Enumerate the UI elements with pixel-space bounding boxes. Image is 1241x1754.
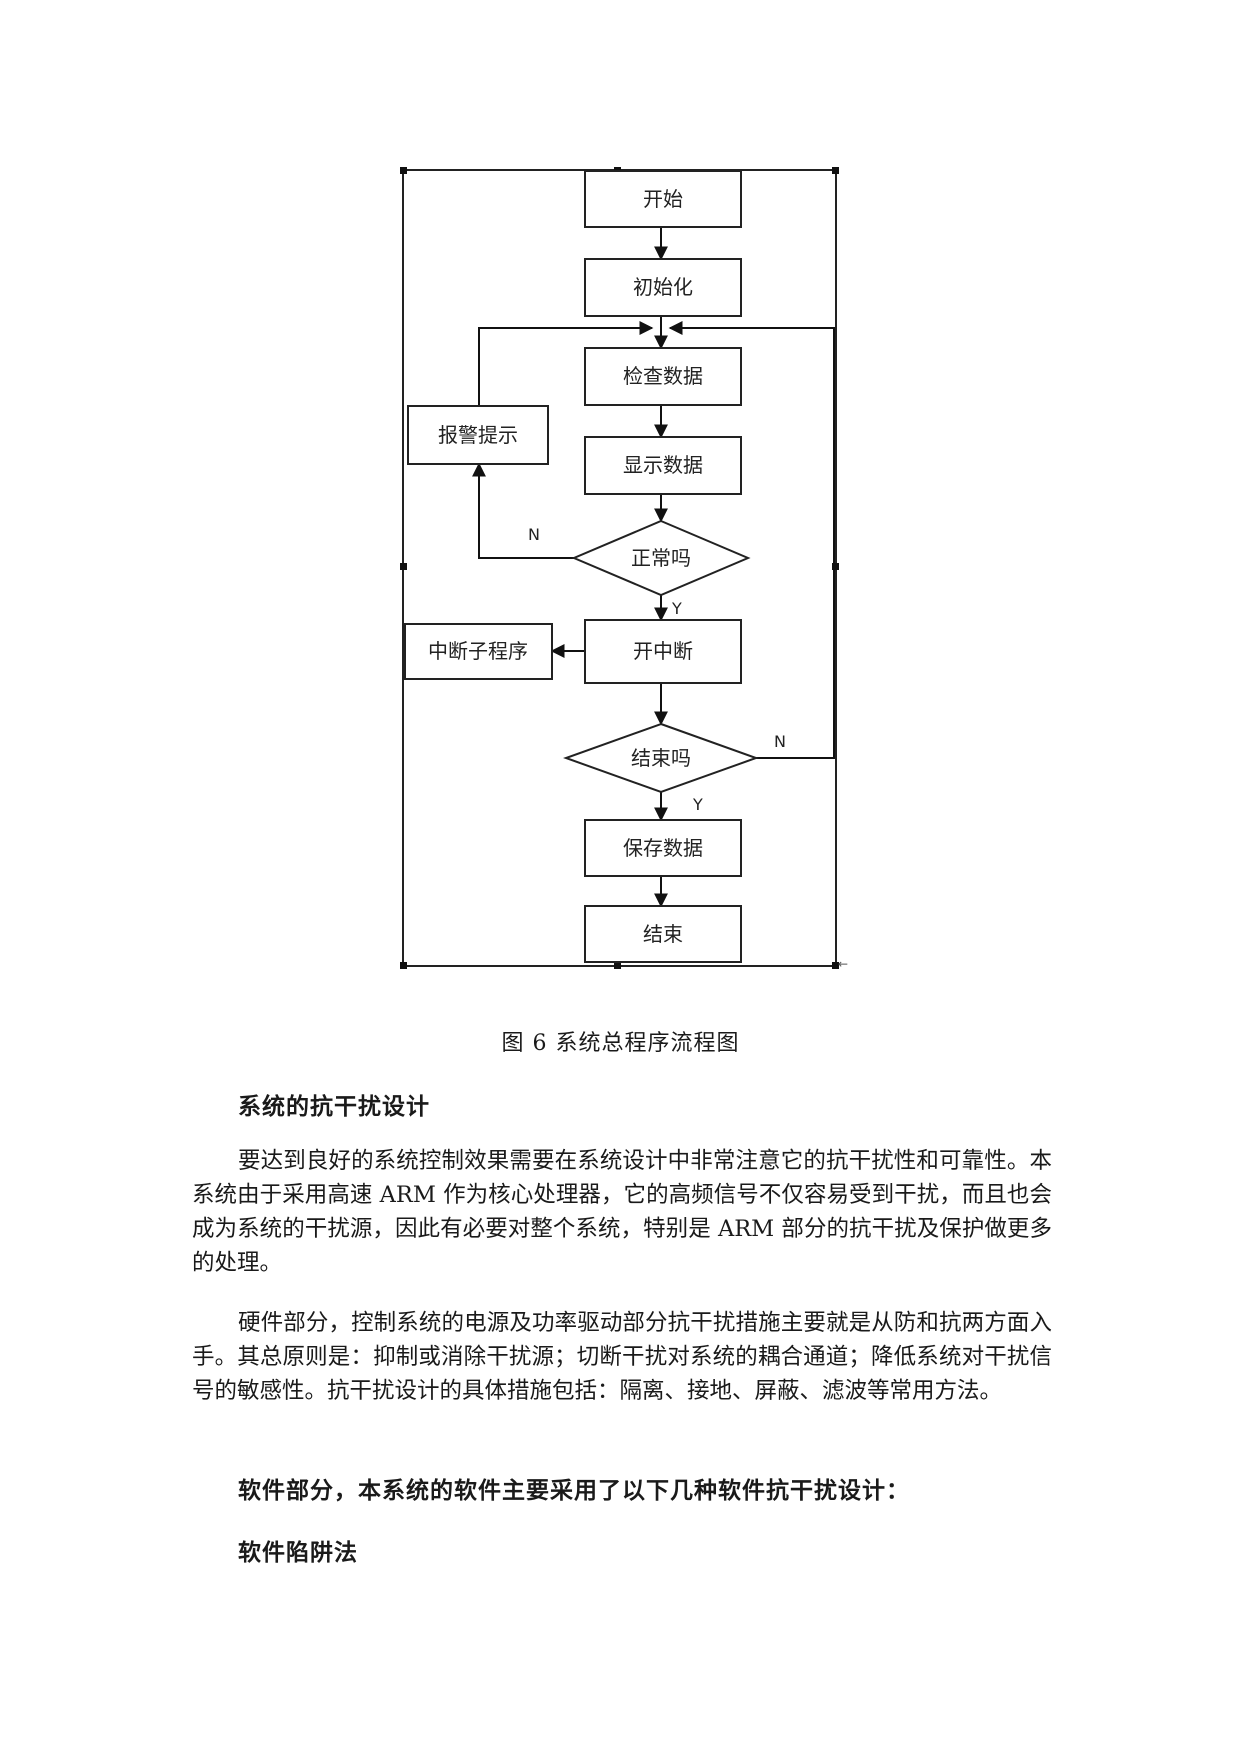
node-display (584, 436, 742, 495)
node-alarm (407, 405, 549, 465)
section-heading-anti-interference: 系统的抗干扰设计 (238, 1094, 430, 1120)
paragraph-hardware: 硬件部分，控制系统的电源及功率驱动部分抗干扰措施主要就是从防和抗两方面入手。其总… (192, 1310, 1052, 1404)
node-int-enable-label: 开中断 (633, 639, 693, 663)
branch-label-y1: Y (671, 599, 682, 618)
branch-label-y2: Y (692, 795, 703, 814)
node-save (584, 819, 742, 877)
node-check (584, 347, 742, 406)
node-end-q-diamond (563, 722, 759, 794)
flow-connectors (472, 227, 835, 908)
flowchart-figure: ← 开始 初始化 检查数据 显示数据 正常吗 报警提示 开中断 中断子程序 结束… (400, 167, 848, 971)
figure-caption: 图 6 系统总程序流程图 (501, 1031, 740, 1056)
node-start-label: 开始 (643, 187, 683, 211)
branch-label-n1: N (528, 525, 540, 544)
node-display-label: 显示数据 (623, 453, 703, 477)
node-end (584, 905, 742, 963)
node-check-label: 检查数据 (623, 364, 703, 388)
node-end-q-label: 结束吗 (631, 746, 691, 770)
node-init (584, 258, 742, 317)
node-int-enable (584, 619, 742, 684)
section-heading-software-trap: 软件陷阱法 (238, 1540, 358, 1566)
node-normal-label: 正常吗 (631, 546, 691, 570)
node-end-label: 结束 (643, 922, 683, 946)
node-isr-label: 中断子程序 (428, 639, 528, 663)
node-isr (404, 623, 553, 680)
node-alarm-label: 报警提示 (438, 423, 518, 447)
paragraph-mark: ← (838, 957, 848, 971)
node-save-label: 保存数据 (623, 836, 703, 860)
node-start (584, 170, 742, 228)
node-normal-diamond (571, 519, 751, 597)
branch-label-n2: N (774, 732, 786, 751)
node-init-label: 初始化 (633, 275, 693, 299)
paragraph-intro: 要达到良好的系统控制效果需要在系统设计中非常注意它的抗干扰性和可靠性。本系统由于… (192, 1148, 1052, 1276)
section-heading-software: 软件部分，本系统的软件主要采用了以下几种软件抗干扰设计： (238, 1478, 910, 1504)
